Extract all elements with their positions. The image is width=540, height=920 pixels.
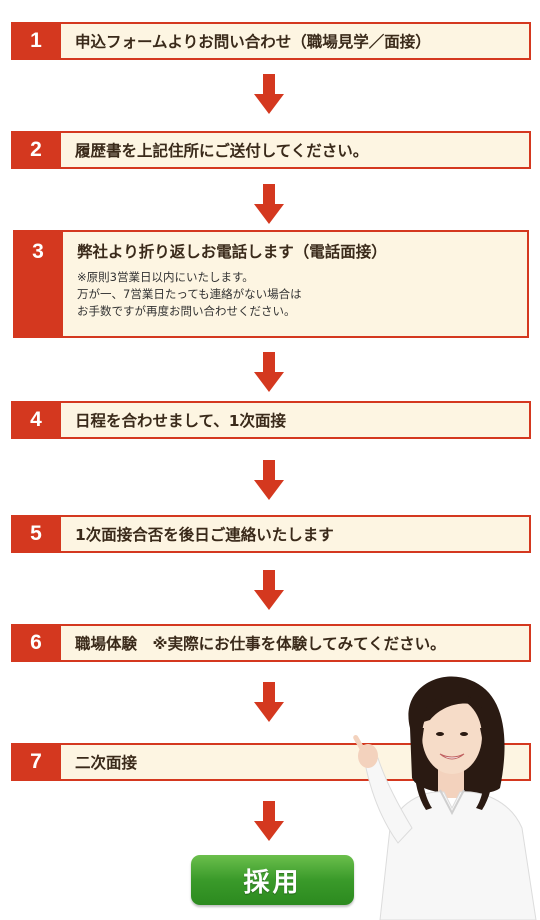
step-content: 弊社より折り返しお電話します（電話面接） ※原則3営業日以内にいたします。 万が… bbox=[61, 232, 527, 336]
step-text: 二次面接 bbox=[59, 745, 529, 779]
step-number: 3 bbox=[15, 232, 61, 336]
step-5: 5 1次面接合否を後日ご連絡いたします bbox=[11, 515, 531, 553]
hired-label: 採用 bbox=[191, 855, 354, 905]
down-arrow-icon bbox=[254, 184, 284, 224]
woman-pointing-photo bbox=[353, 676, 537, 920]
note-line: 万が一、7営業日たっても連絡がない場合は bbox=[77, 287, 302, 301]
step-number: 7 bbox=[13, 745, 59, 779]
step-number: 1 bbox=[13, 24, 59, 58]
note-line: お手数ですが再度お問い合わせください。 bbox=[77, 304, 296, 318]
step-text: 職場体験 ※実際にお仕事を体験してみてください。 bbox=[59, 626, 529, 660]
step-note: ※原則3営業日以内にいたします。 万が一、7営業日たっても連絡がない場合は お手… bbox=[77, 269, 302, 320]
step-number: 4 bbox=[13, 403, 59, 437]
step-number: 6 bbox=[13, 626, 59, 660]
down-arrow-icon bbox=[254, 352, 284, 392]
step-4: 4 日程を合わせまして、1次面接 bbox=[11, 401, 531, 439]
down-arrow-icon bbox=[254, 682, 284, 722]
step-text: 弊社より折り返しお電話します（電話面接） bbox=[77, 243, 387, 261]
step-6: 6 職場体験 ※実際にお仕事を体験してみてください。 bbox=[11, 624, 531, 662]
step-1: 1 申込フォームよりお問い合わせ（職場見学／面接） bbox=[11, 22, 531, 60]
step-text: 申込フォームよりお問い合わせ（職場見学／面接） bbox=[59, 24, 529, 58]
down-arrow-icon bbox=[254, 801, 284, 841]
step-text: 1次面接合否を後日ご連絡いたします bbox=[59, 517, 529, 551]
step-2: 2 履歴書を上記住所にご送付してください。 bbox=[11, 131, 531, 169]
down-arrow-icon bbox=[254, 74, 284, 114]
note-line: ※原則3営業日以内にいたします。 bbox=[77, 270, 254, 284]
step-number: 2 bbox=[13, 133, 59, 167]
step-text: 履歴書を上記住所にご送付してください。 bbox=[59, 133, 529, 167]
step-number: 5 bbox=[13, 517, 59, 551]
down-arrow-icon bbox=[254, 460, 284, 500]
down-arrow-icon bbox=[254, 570, 284, 610]
step-text: 日程を合わせまして、1次面接 bbox=[59, 403, 529, 437]
step-3: 3 弊社より折り返しお電話します（電話面接） ※原則3営業日以内にいたします。 … bbox=[13, 230, 529, 338]
